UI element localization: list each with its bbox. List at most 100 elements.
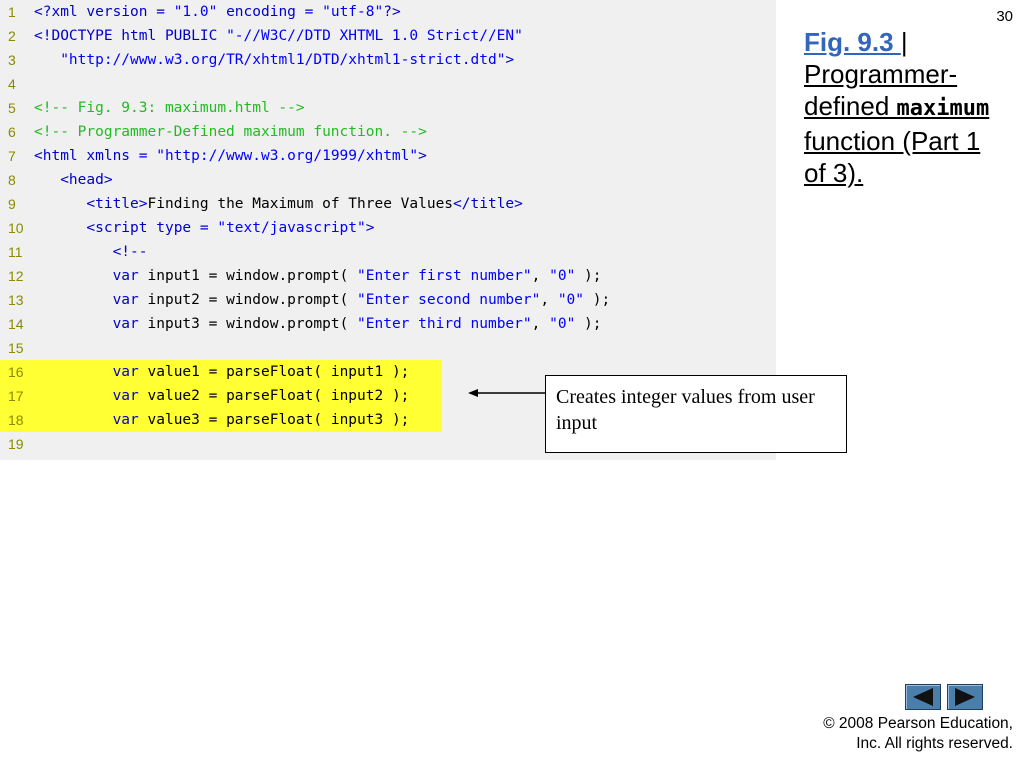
line-number: 6 [8, 124, 16, 140]
code-text: var value3 = parseFloat( input3 ); [34, 408, 410, 432]
code-line: 4 [0, 72, 776, 96]
code-token: input1 = window.prompt( [138, 268, 358, 284]
code-token: "http://www.w3.org/1999/xhtml" [156, 148, 419, 164]
figure-link[interactable]: Fig. 9.3 [804, 27, 901, 57]
code-token: "utf-8" [322, 4, 384, 20]
callout-arrow-icon [468, 389, 546, 397]
code-token: , [540, 292, 558, 308]
figure-title-line1: Programmer- [804, 59, 958, 89]
code-line: 6 <!-- Programmer-Defined maximum functio… [0, 120, 776, 144]
code-token: > [505, 52, 515, 68]
code-line: 16 var value1 = parseFloat( input1 ); [0, 360, 442, 384]
code-line: 15 [0, 336, 776, 360]
code-token: <!DOCTYPE html PUBLIC [34, 28, 227, 44]
triangle-left-icon [913, 688, 933, 706]
code-token: </title> [453, 196, 523, 212]
code-token: var [112, 268, 139, 284]
code-text: <!-- [34, 240, 148, 264]
code-line: 8 <head> [0, 168, 776, 192]
code-token: > [365, 220, 375, 236]
code-token: input2 = window.prompt( [138, 292, 358, 308]
figure-title-line2: defined [804, 91, 897, 121]
code-token: "0" [549, 316, 576, 332]
code-text: <head> [34, 168, 113, 192]
code-token [34, 292, 113, 308]
line-number: 17 [8, 388, 24, 404]
figure-title-function-name: maximum [896, 96, 990, 121]
code-token: <!-- Fig. 9.3: maximum.html --> [34, 100, 305, 116]
code-line: 7<html xmlns = "http://www.w3.org/1999/x… [0, 144, 776, 168]
figure-title: Fig. 9.3 | Programmer- defined maximum f… [804, 26, 1019, 189]
code-token: var [112, 316, 139, 332]
code-token: "1.0" [173, 4, 218, 20]
code-line: 9 <title>Finding the Maximum of Three Va… [0, 192, 776, 216]
code-line: 19 [0, 432, 776, 456]
code-token: <html xmlns = [34, 148, 157, 164]
code-token: <head> [60, 172, 113, 188]
code-token: var [112, 292, 139, 308]
code-token: input3 = window.prompt( [138, 316, 358, 332]
code-token: <script type = [86, 220, 218, 236]
line-number: 8 [8, 172, 16, 188]
code-text: var value1 = parseFloat( input1 ); [34, 360, 410, 384]
code-text: <?xml version = "1.0" encoding = "utf-8"… [34, 0, 401, 24]
line-number: 13 [8, 292, 24, 308]
triangle-right-icon [955, 688, 975, 706]
code-line: 12 var input1 = window.prompt( "Enter fi… [0, 264, 776, 288]
figure-title-line3: function (Part 1 [804, 126, 981, 156]
line-number: 9 [8, 196, 16, 212]
copyright-line2: Inc. All rights reserved. [856, 735, 1013, 752]
code-token [34, 172, 60, 188]
code-token: value1 = parseFloat( input1 ); [138, 364, 410, 380]
code-token: var [112, 364, 139, 380]
code-token [34, 196, 86, 212]
code-token: "-//W3C//DTD XHTML 1.0 Strict//EN" [226, 28, 523, 44]
code-token: "Enter third number" [357, 316, 532, 332]
code-text: <title>Finding the Maximum of Three Valu… [34, 192, 523, 216]
figure-title-line4: of 3). [804, 158, 864, 188]
code-token [34, 268, 113, 284]
code-token: ); [575, 316, 602, 332]
code-line: 2<!DOCTYPE html PUBLIC "-//W3C//DTD XHTM… [0, 24, 776, 48]
code-token: "text/javascript" [217, 220, 366, 236]
code-token: value2 = parseFloat( input2 ); [138, 388, 410, 404]
line-number: 12 [8, 268, 24, 284]
code-token: ); [575, 268, 602, 284]
code-token: > [418, 148, 427, 164]
code-token: "0" [549, 268, 576, 284]
code-token [34, 220, 86, 236]
code-text: <script type = "text/javascript"> [34, 216, 374, 240]
code-text: var value2 = parseFloat( input2 ); [34, 384, 410, 408]
line-number: 14 [8, 316, 24, 332]
code-line: 1 <?xml version = "1.0" encoding = "utf-8… [0, 0, 776, 24]
line-number: 15 [8, 340, 24, 356]
code-token [34, 364, 113, 380]
code-token: <!-- Programmer-Defined maximum function… [34, 124, 427, 140]
code-token: "http://www.w3.org/TR/xhtml1/DTD/xhtml1-… [60, 52, 506, 68]
code-line: 14 var input3 = window.prompt( "Enter th… [0, 312, 776, 336]
code-token: , [531, 316, 550, 332]
code-token [34, 412, 113, 428]
code-token [34, 52, 60, 68]
code-token: <!-- [112, 244, 148, 260]
code-line: 11 <!-- [0, 240, 776, 264]
code-text: <html xmlns = "http://www.w3.org/1999/xh… [34, 144, 427, 168]
code-token: Finding the Maximum of Three Values [147, 196, 454, 212]
code-text: <!-- Programmer-Defined maximum function… [34, 120, 427, 144]
code-token [34, 244, 113, 260]
previous-slide-button[interactable] [905, 684, 941, 710]
code-text: var input1 = window.prompt( "Enter first… [34, 264, 602, 288]
code-token: ?> [383, 4, 401, 20]
code-token: "0" [557, 292, 585, 308]
code-line: 13 var input2 = window.prompt( "Enter se… [0, 288, 776, 312]
code-line: 17 var value2 = parseFloat( input2 ); [0, 384, 442, 408]
code-line: 3 "http://www.w3.org/TR/xhtml1/DTD/xhtml… [0, 48, 776, 72]
code-token: var [112, 388, 139, 404]
copyright: © 2008 Pearson Education, Inc. All right… [793, 714, 1013, 754]
line-number: 1 [8, 4, 16, 20]
next-slide-button[interactable] [947, 684, 983, 710]
code-listing: 1 <?xml version = "1.0" encoding = "utf-8… [0, 0, 776, 460]
copyright-line1: © 2008 Pearson Education, [823, 715, 1013, 732]
code-token: var [112, 412, 139, 428]
code-token [34, 388, 113, 404]
